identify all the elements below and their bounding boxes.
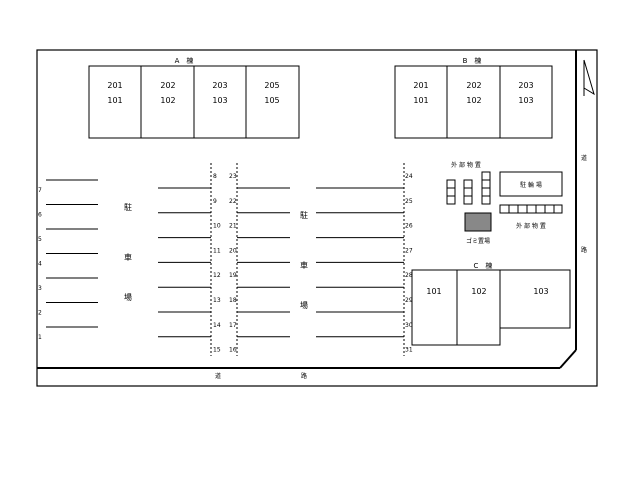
building-b: B 棟 201 101 202 102 203 103 [394,56,553,139]
building-a: A 棟 201 101 202 102 203 103 205 105 [88,56,300,139]
site-boundary [36,49,598,387]
stall-number: 30 [405,322,413,329]
parking-stall-numbers: 7654321891011121314152322212019181716242… [38,173,413,354]
unit-label: 201 [107,81,122,90]
unit-label: 201 [413,81,428,90]
garbage-label: ゴミ置場 [466,237,490,245]
stall-number: 9 [213,198,217,205]
stall-number: 18 [229,297,237,304]
unit-label: 101 [107,96,122,105]
building-a-label: A 棟 [175,56,194,65]
parking-label: 車 [124,252,132,262]
road-corner [559,349,577,369]
unit-label: 103 [533,287,548,296]
stall-number: 10 [213,223,221,230]
parking-label: 車 [300,260,308,270]
stall-number: 3 [38,285,42,292]
building-c: C 棟 101 102 103 [411,261,571,346]
stall-number: 5 [38,236,42,243]
stall-number: 25 [405,198,413,205]
stall-number: 27 [405,247,413,254]
facilities: 外 部 物 置 駐 輪 場 外 部 物 置 ゴミ置場 [446,161,563,245]
stall-number: 1 [38,334,42,341]
outdoor-storage-label-right: 外 部 物 置 [516,222,546,230]
stall-number: 15 [213,347,221,354]
unit-label: 101 [426,287,441,296]
road-label: 道 [581,154,587,162]
stall-number: 8 [213,173,217,180]
parking-label: 駐 [300,210,308,220]
unit-label: 102 [466,96,481,105]
stall-number: 23 [229,173,237,180]
stall-number: 20 [229,247,237,254]
north-arrow-icon [583,59,595,96]
stall-number: 2 [38,310,42,317]
stall-number: 14 [213,322,221,329]
stall-number: 4 [38,261,42,268]
unit-label: 202 [466,81,481,90]
stall-number: 11 [213,247,221,254]
unit-label: 101 [413,96,428,105]
stall-number: 17 [229,322,237,329]
stall-number: 24 [405,173,413,180]
unit-label: 105 [264,96,279,105]
bike-parking [499,171,563,197]
building-b-outline [394,65,553,139]
building-c-label: C 棟 [474,261,493,270]
stall-number: 28 [405,272,413,279]
stall-number: 31 [405,347,413,354]
parking-label: 駐 [124,202,132,212]
stall-number: 6 [38,212,42,219]
road-label: 道 [215,372,221,380]
unit-label: 205 [264,81,279,90]
stall-number: 19 [229,272,237,279]
unit-label: 203 [518,81,533,90]
parking-stall-lines [46,179,404,338]
building-b-label: B 棟 [463,56,482,65]
unit-label: 103 [212,96,227,105]
outdoor-storage-label-top: 外 部 物 置 [451,161,481,169]
unit-label: 103 [518,96,533,105]
garbage-area [464,212,492,232]
unit-label: 102 [160,96,175,105]
building-c-outline [411,269,571,346]
parking-label: 場 [300,300,308,310]
stall-number: 21 [229,223,237,230]
unit-label: 102 [471,287,486,296]
road-label: 路 [301,372,307,380]
stall-number: 22 [229,198,237,205]
stall-number: 29 [405,297,413,304]
stall-number: 7 [38,187,42,194]
unit-label: 202 [160,81,175,90]
unit-label: 203 [212,81,227,90]
bike-parking-label: 駐 輪 場 [520,181,542,189]
road-label: 路 [581,246,587,254]
stall-number: 26 [405,223,413,230]
parking-label: 場 [124,292,132,302]
stall-number: 16 [229,347,237,354]
stall-number: 13 [213,297,221,304]
stall-number: 12 [213,272,221,279]
